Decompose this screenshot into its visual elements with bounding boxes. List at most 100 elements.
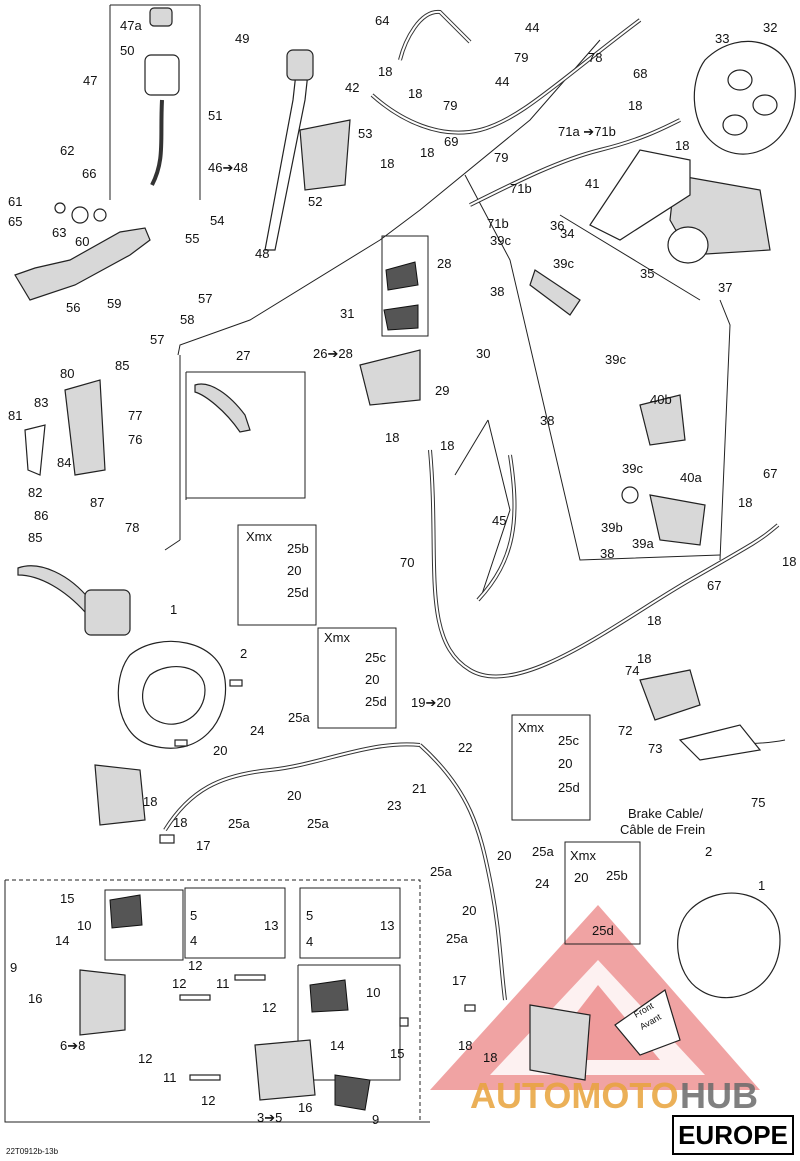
callout-11b: 11 [163,1070,177,1085]
callout-20b: 20 [365,672,379,687]
callout-25a5: 25a [430,864,452,879]
callout-45: 45 [492,513,506,528]
callout-18j: 18 [782,554,796,569]
callout-20a: 20 [287,563,301,578]
callout-50: 50 [120,43,134,58]
callout-20f: 20 [287,788,301,803]
callout-39c2: 39c [553,256,574,271]
callout-14a: 14 [55,933,69,948]
callout-25a6: 25a [446,931,468,946]
callout-62: 62 [60,143,74,158]
callout-68: 68 [633,66,647,81]
callout-47a: 47a [120,18,142,33]
callout-58: 58 [180,312,194,327]
callout-28: 28 [437,256,451,271]
callout-54: 54 [210,213,224,228]
callout-52: 52 [308,194,322,209]
callout-44a: 44 [525,20,539,35]
callout-67b: 67 [707,578,721,593]
callout-13a: 13 [264,918,278,933]
callout-14b: 14 [330,1038,344,1053]
callout-18n: 18 [173,815,187,830]
callout-20c: 20 [558,756,572,771]
callout-15a: 15 [60,891,74,906]
callout-15b: 15 [390,1046,404,1061]
heat-shield [693,40,796,155]
callout-12e: 12 [201,1093,215,1108]
callout-11a: 11 [216,976,230,991]
callout-18h: 18 [440,438,454,453]
callout-82: 82 [28,485,42,500]
callout-18f: 18 [675,138,689,153]
callout-39b: 39b [601,520,623,535]
callout-2b: 2 [705,844,712,859]
callout-67a: 67 [763,466,777,481]
callout-32: 32 [763,20,777,35]
callout-18k: 18 [647,613,661,628]
callout-25d2: 25d [365,694,387,709]
callout-25c2: 25c [558,733,579,748]
callout-17b: 17 [452,973,466,988]
callout-60: 60 [75,234,89,249]
callout-30: 30 [476,346,490,361]
callout-20e: 20 [213,743,227,758]
callout-71a: 71a ➔71b [558,124,616,139]
callout-6-8: 6➔8 [60,1038,85,1053]
callout-5b: 5 [306,908,313,923]
callout-53: 53 [358,126,372,141]
callout-46-48: 46➔48 [208,160,248,175]
watermark-brand: AUTOMOTO HUB [470,1075,758,1116]
callout-57a: 57 [198,291,212,306]
watermark-brand-b: HUB [680,1075,758,1116]
callout-69: 69 [444,134,458,149]
callout-29: 29 [435,383,449,398]
callout-18c: 18 [380,156,394,171]
callout-25d4: 25d [592,923,614,938]
brake-lines [163,9,786,1001]
callout-3-5: 3➔5 [257,1110,282,1125]
callout-25a1: 25a [288,710,310,725]
callout-39c4: 39c [622,461,643,476]
callout-39a: 39a [632,536,654,551]
callout-21: 21 [412,781,426,796]
callout-17a: 17 [196,838,210,853]
callout-65: 65 [8,214,22,229]
callout-85b: 85 [28,530,42,545]
callout-18l: 18 [637,651,651,666]
callout-85a: 85 [115,358,129,373]
callout-23: 23 [387,798,401,813]
callout-56: 56 [66,300,80,315]
callout-16b: 16 [298,1100,312,1115]
bolt-set [159,679,476,1081]
callout-72: 72 [618,723,632,738]
callout-24b: 24 [535,876,549,891]
callout-1b: 1 [758,878,765,893]
callout-48: 48 [255,246,269,261]
callout-20g: 20 [497,848,511,863]
callout-10a: 10 [77,918,91,933]
callout-57b: 57 [150,332,164,347]
callout-83: 83 [34,395,48,410]
leader-lines [4,4,731,1123]
brake-pedal [14,227,151,301]
callout-26-28: 26➔28 [313,346,353,361]
callout-51: 51 [208,108,222,123]
callout-70: 70 [400,555,414,570]
xmx-label-1: Xmx [246,529,273,544]
callout-18i: 18 [738,495,752,510]
watermark-brand-a: AUTOMOTO [470,1075,679,1116]
diagram-code: 22T0912b-13b [6,1147,59,1156]
reservoir-body [144,54,180,96]
callout-64: 64 [375,13,389,28]
callout-18p: 18 [483,1050,497,1065]
callout-4b: 4 [306,934,313,949]
callout-78b: 78 [125,520,139,535]
callout-36: 36 [550,218,564,233]
callout-16a: 16 [28,991,42,1006]
callout-25b2: 25b [606,868,628,883]
callout-20h: 20 [462,903,476,918]
callout-76: 76 [128,432,142,447]
callout-35: 35 [640,266,654,281]
callout-24a: 24 [250,723,264,738]
callout-42: 42 [345,80,359,95]
